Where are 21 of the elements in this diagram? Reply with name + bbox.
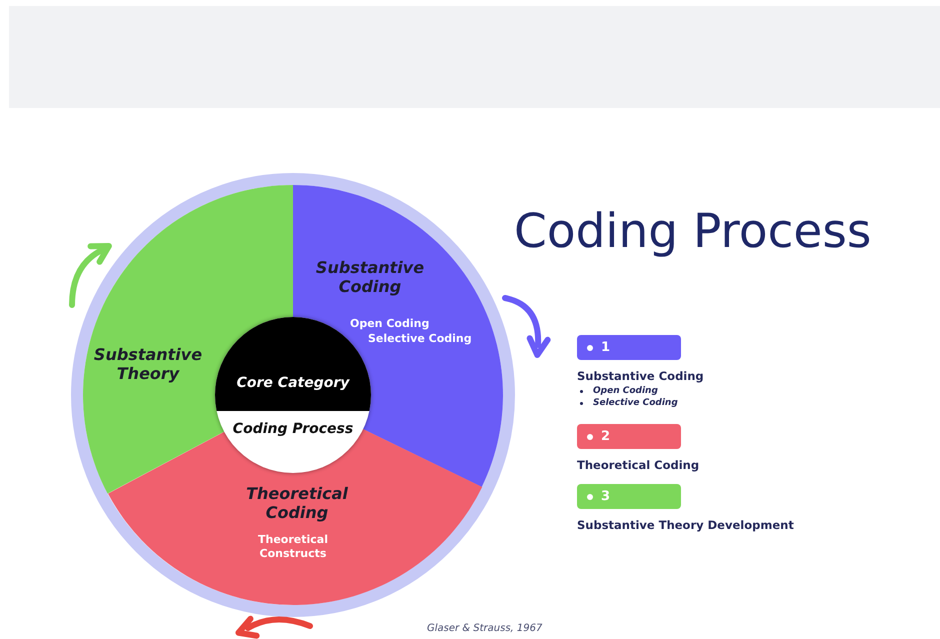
circle-text: Coding Process bbox=[232, 421, 354, 437]
segment-heading: Theoretical Coding bbox=[245, 484, 349, 522]
title: Coding Process bbox=[514, 204, 872, 259]
segment-text: Open Coding bbox=[350, 317, 430, 331]
segment-text: Theoretical Constructs bbox=[256, 533, 329, 561]
segment-text: Selective Coding bbox=[368, 332, 472, 346]
step-title: Theoretical Coding bbox=[577, 458, 700, 472]
step-number: 2 bbox=[601, 429, 610, 444]
step-title: Substantive Coding bbox=[577, 369, 704, 383]
step-number: 1 bbox=[601, 340, 610, 355]
step-badge bbox=[577, 335, 681, 360]
step-badge bbox=[577, 424, 681, 449]
segment-heading: Substantive Coding bbox=[314, 258, 426, 296]
segment-heading: Substantive Theory bbox=[92, 345, 204, 383]
step-badge bbox=[577, 484, 681, 509]
circle-text: Core Category bbox=[236, 375, 351, 391]
bullet-item: Open Coding bbox=[593, 386, 658, 396]
citation: Glaser & Strauss, 1967 bbox=[427, 623, 542, 634]
step-title: Substantive Theory Development bbox=[577, 518, 794, 532]
bullet-item: Selective Coding bbox=[593, 398, 678, 408]
step-number: 3 bbox=[601, 489, 610, 504]
